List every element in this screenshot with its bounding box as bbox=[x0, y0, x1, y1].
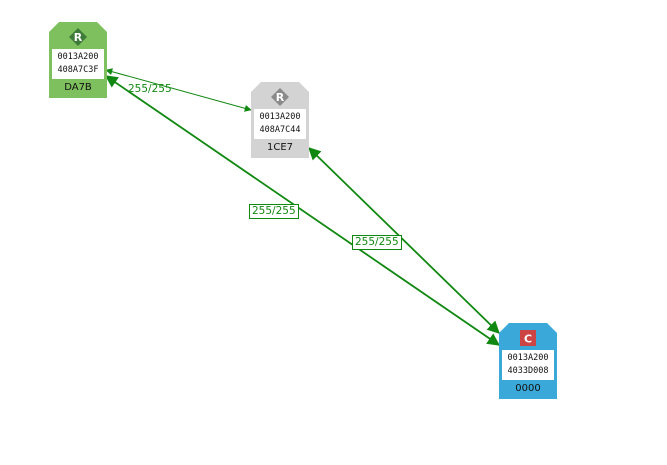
node-id-label: 1CE7 bbox=[266, 142, 294, 153]
link-quality-label-da7b-1ce7: 255/255 bbox=[128, 83, 172, 95]
router-node-1ce7[interactable]: R 0013A200 408A7C44 1CE7 bbox=[251, 82, 309, 158]
coordinator-node-0000[interactable]: C 0013A200 4033D008 0000 bbox=[499, 323, 557, 399]
node-address-line2: 408A7C3F bbox=[57, 65, 99, 75]
node-role-letter: C bbox=[524, 333, 532, 346]
node-address-line1: 0013A200 bbox=[259, 112, 301, 122]
node-id-label: 0000 bbox=[515, 383, 541, 394]
link-line-r2-c[interactable] bbox=[308, 147, 500, 334]
router-diamond-icon: R bbox=[69, 28, 87, 46]
node-address-line2: 4033D008 bbox=[507, 366, 549, 376]
node-role-letter: R bbox=[276, 91, 285, 104]
node-mac-address: 0013A200 408A7C3F bbox=[52, 49, 104, 79]
coordinator-square-icon: C bbox=[520, 330, 536, 346]
node-id-label: DA7B bbox=[64, 82, 92, 93]
link-quality-label-da7b-0000: 255/255 bbox=[249, 204, 299, 219]
node-mac-address: 0013A200 408A7C44 bbox=[254, 109, 306, 139]
node-address-line1: 0013A200 bbox=[507, 353, 549, 363]
link-quality-label-1ce7-0000: 255/255 bbox=[352, 235, 402, 250]
node-mac-address: 0013A200 4033D008 bbox=[502, 350, 554, 380]
node-address-line2: 408A7C44 bbox=[259, 125, 301, 135]
node-role-letter: R bbox=[74, 31, 83, 44]
router-diamond-icon: R bbox=[271, 88, 289, 106]
node-address-line1: 0013A200 bbox=[57, 52, 99, 62]
router-node-da7b[interactable]: R 0013A200 408A7C3F DA7B bbox=[49, 22, 107, 98]
